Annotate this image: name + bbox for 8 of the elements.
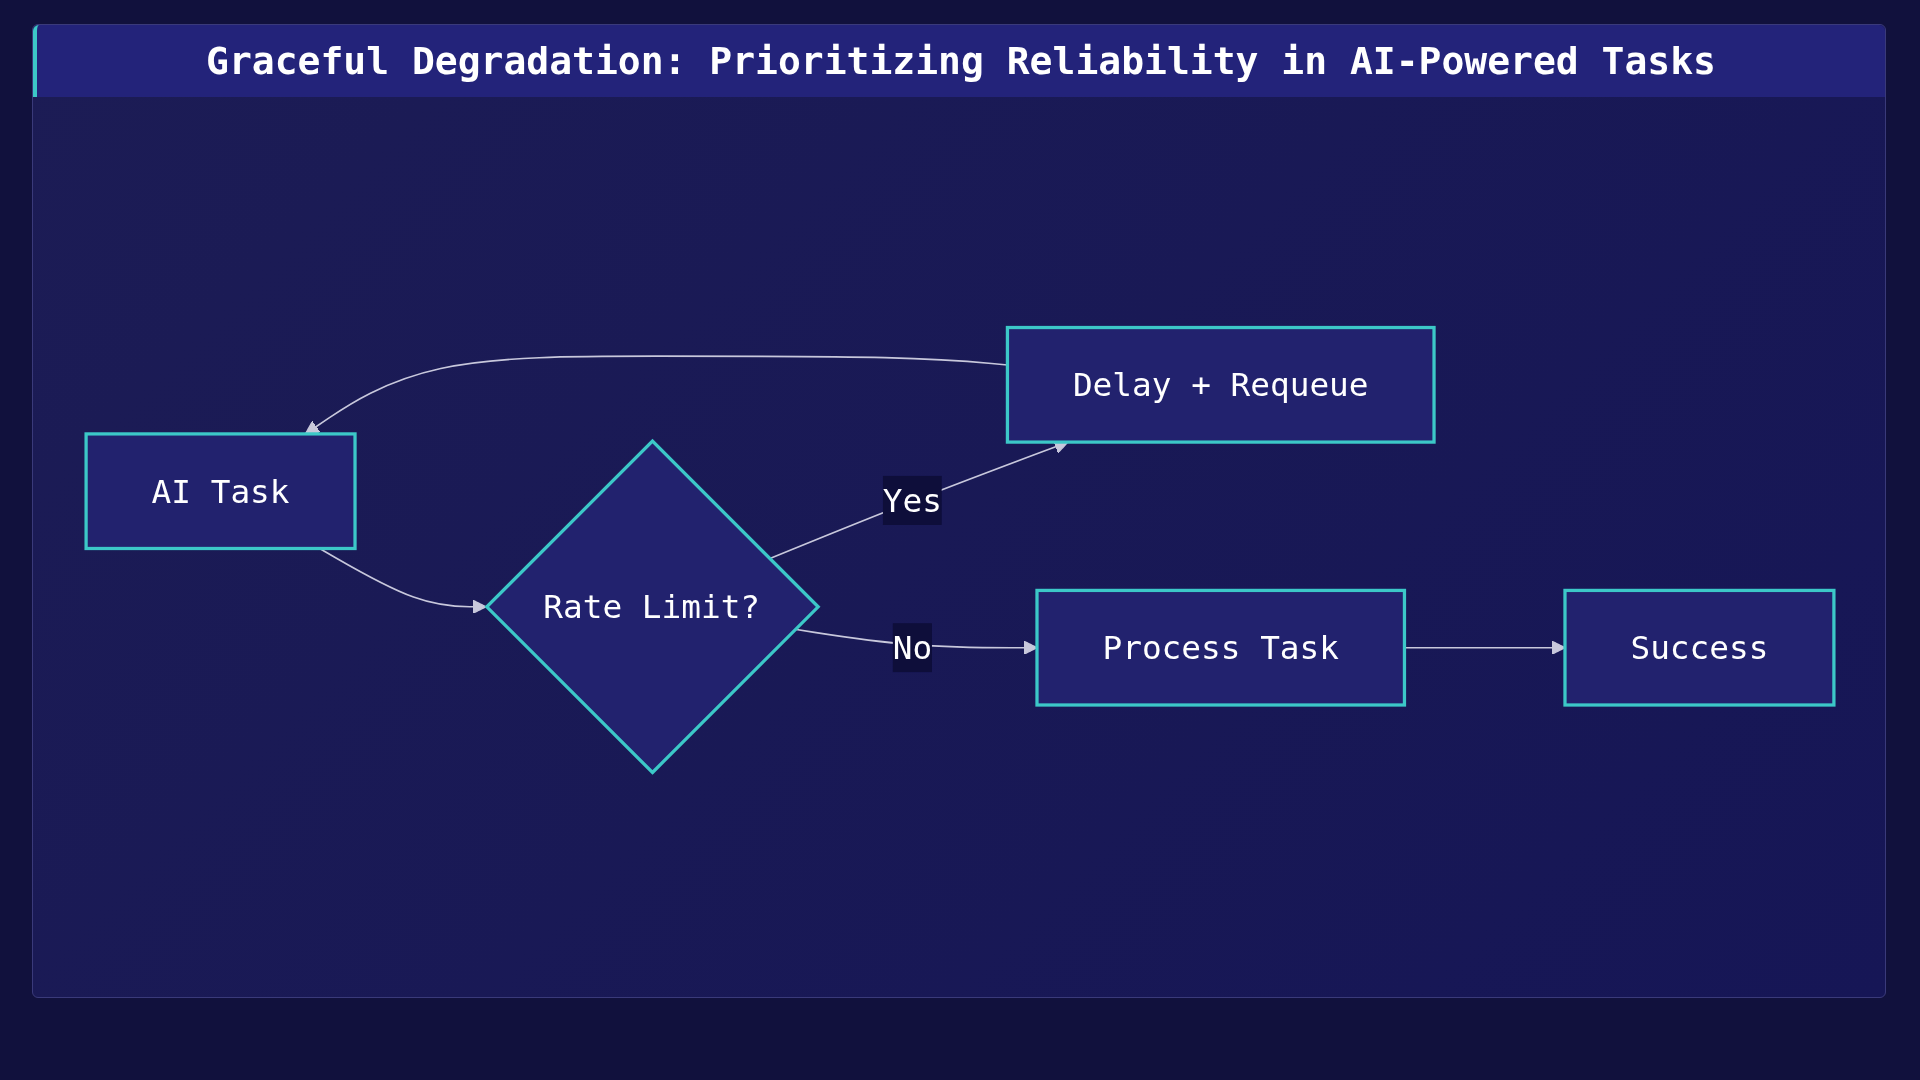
node-box: Success bbox=[1563, 588, 1836, 707]
diagram-title: Graceful Degradation: Prioritizing Reliability in AI-Powered Tasks bbox=[206, 39, 1716, 83]
edge-label: Yes bbox=[882, 480, 942, 521]
node-box: Process Task bbox=[1035, 588, 1407, 707]
node-diamond: Rate Limit? bbox=[484, 438, 821, 775]
node-box: AI Task bbox=[84, 432, 357, 551]
node-box: Delay + Requeue bbox=[1005, 325, 1436, 444]
edge-label: No bbox=[892, 628, 933, 668]
